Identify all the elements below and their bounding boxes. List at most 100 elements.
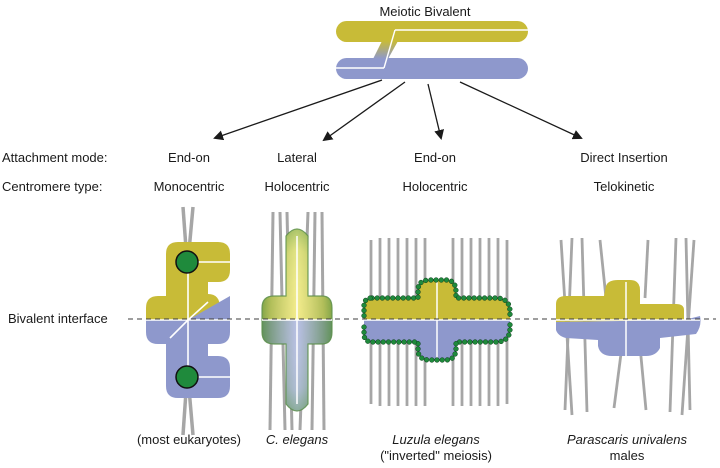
kinetochore-bead bbox=[472, 339, 478, 345]
kinetochore-bead bbox=[453, 341, 459, 347]
kinetochore-bead bbox=[505, 301, 512, 307]
kinetochore-bead bbox=[428, 277, 434, 283]
kinetochore-bead bbox=[502, 297, 508, 303]
kinetochore-bead bbox=[415, 346, 421, 352]
kinetochore-bead bbox=[461, 295, 467, 301]
kinetochore-bead bbox=[401, 339, 407, 345]
kinetochore-bead bbox=[380, 339, 386, 345]
panel-2-sister-lines bbox=[262, 236, 332, 404]
kinetochore-bead bbox=[443, 277, 450, 283]
kinetochore-bead bbox=[379, 295, 386, 301]
panel-4-caption: Parascaris univalens bbox=[567, 432, 687, 447]
top-homolog-blue bbox=[336, 58, 528, 79]
kinetochore-bead bbox=[396, 339, 402, 345]
kinetochore-bead bbox=[362, 297, 369, 304]
kinetochore-bead bbox=[455, 295, 462, 301]
kinetochore-bead bbox=[434, 357, 440, 363]
chiasma-diagonal bbox=[383, 29, 396, 69]
kinetochore-bead bbox=[498, 338, 504, 345]
arrows bbox=[213, 79, 583, 142]
panel-holocentric-lateral bbox=[261, 211, 333, 431]
arrow-to-panel-2 bbox=[322, 81, 406, 142]
kinetochore-bead bbox=[448, 278, 455, 284]
kinetochore-bead bbox=[400, 295, 406, 301]
kinetochore-bead bbox=[507, 311, 513, 317]
panel-2-attachment: Lateral bbox=[277, 150, 317, 165]
kinetochore-bead bbox=[385, 339, 392, 345]
centromere-type-label: Centromere type: bbox=[2, 179, 102, 194]
kinetochore-bead bbox=[370, 339, 376, 345]
panel-2-centromere: Holocentric bbox=[264, 179, 330, 194]
arrow-to-panel-1 bbox=[213, 79, 383, 141]
kinetochore-bead bbox=[423, 277, 429, 284]
top-homolog-yellow bbox=[336, 21, 528, 42]
panel-holocentric-endon bbox=[361, 238, 513, 406]
kinetochore-bead bbox=[467, 339, 473, 345]
bivalent-interface-label: Bivalent interface bbox=[8, 311, 108, 326]
kinetochore-bead bbox=[367, 295, 373, 301]
kinetochore-bead bbox=[507, 327, 513, 333]
microtubule bbox=[638, 345, 648, 411]
kinetochore-bead bbox=[423, 357, 430, 363]
panel-4-attachment: Direct Insertion bbox=[580, 150, 667, 165]
microtubule bbox=[643, 239, 650, 299]
kinetochore-bead bbox=[391, 339, 397, 345]
panel-3-sister-lines bbox=[364, 280, 510, 360]
kinetochore-bead bbox=[410, 295, 417, 301]
kinetochore-top bbox=[175, 250, 199, 274]
kinetochore-bead bbox=[405, 295, 412, 301]
kinetochore-bead bbox=[497, 295, 503, 302]
panel-4-homolog-blue bbox=[556, 316, 701, 356]
kinetochore-bead bbox=[481, 295, 488, 301]
kinetochore-bead bbox=[488, 339, 494, 345]
panel-1-attachment: End-on bbox=[168, 150, 210, 165]
kinetochore-bead bbox=[438, 277, 444, 283]
kinetochore-bead bbox=[375, 339, 381, 345]
panel-4-centromere: Telokinetic bbox=[594, 179, 655, 194]
kinetochore-bead bbox=[415, 284, 422, 290]
kinetochore-bead bbox=[452, 351, 458, 357]
kinetochore-bead bbox=[452, 282, 458, 288]
kinetochore-bead bbox=[453, 346, 459, 352]
kinetochore-bottom bbox=[175, 365, 199, 389]
panel-4-homolog-yellow bbox=[556, 280, 684, 322]
kinetochore-bead bbox=[390, 295, 396, 301]
panel-4-caption-line2: males bbox=[610, 448, 645, 463]
panel-1-centromere: Monocentric bbox=[154, 179, 225, 194]
kinetochore-bead bbox=[384, 295, 391, 301]
panel-3-centromere: Holocentric bbox=[402, 179, 468, 194]
kinetochore-bead bbox=[477, 339, 483, 345]
panel-2-caption: C. elegans bbox=[266, 432, 329, 447]
kinetochore-bead bbox=[433, 277, 439, 283]
kinetochore-bead bbox=[415, 289, 421, 295]
panel-monocentric bbox=[146, 206, 230, 436]
kinetochore-bead bbox=[411, 339, 418, 345]
kinetochore-bead bbox=[507, 306, 513, 312]
kinetochore-bead bbox=[418, 279, 424, 286]
kinetochore-bead bbox=[361, 307, 367, 314]
kinetochore-bead bbox=[487, 295, 493, 301]
kinetochore-bead bbox=[503, 336, 509, 342]
kinetochore-bead bbox=[493, 339, 499, 345]
kinetochore-bead bbox=[439, 357, 445, 363]
microtubule bbox=[612, 345, 624, 409]
kinetochore-bead bbox=[361, 324, 367, 330]
kinetochore-bead bbox=[365, 338, 371, 344]
kinetochore-bead bbox=[374, 295, 380, 301]
arrow-to-panel-4 bbox=[459, 81, 583, 140]
panel-telokinetic bbox=[556, 237, 701, 416]
attachment-mode-label: Attachment mode: bbox=[2, 150, 108, 165]
kinetochore-bead bbox=[482, 339, 489, 345]
panel-3-kinetochore-beads bbox=[361, 277, 513, 363]
arrow-to-panel-3 bbox=[427, 83, 444, 140]
diagram-title: Meiotic Bivalent bbox=[379, 4, 470, 19]
kinetochore-bead bbox=[444, 357, 451, 363]
kinetochore-bead bbox=[361, 329, 367, 335]
panel-3-caption: Luzula elegans bbox=[392, 432, 480, 447]
kinetochore-bead bbox=[406, 339, 412, 345]
kinetochore-bead bbox=[471, 295, 477, 301]
kinetochore-bead bbox=[395, 295, 401, 301]
panel-3-caption-line2: ("inverted" meiosis) bbox=[380, 448, 492, 463]
microtubule bbox=[598, 239, 608, 299]
